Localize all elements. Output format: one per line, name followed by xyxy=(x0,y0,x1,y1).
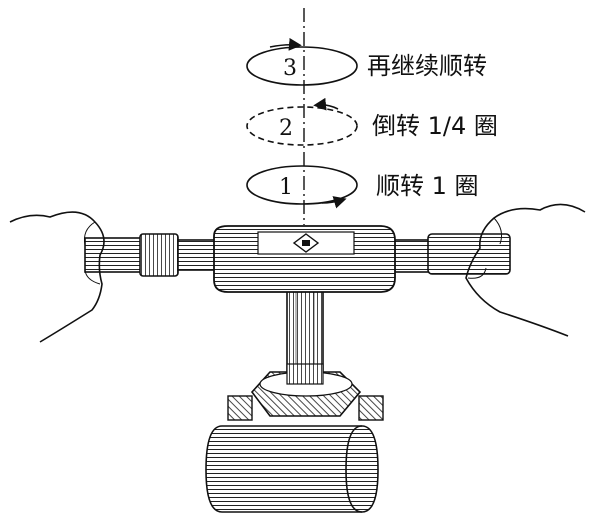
step-1-label: 顺转 1 圈 xyxy=(376,172,479,200)
step-1-arrow xyxy=(321,196,347,209)
step-2-arrow xyxy=(313,97,339,111)
workpiece xyxy=(205,425,379,513)
step-2-number: 2 xyxy=(279,116,293,141)
wrench-handle-right xyxy=(387,233,511,275)
wrench-center-body xyxy=(213,225,396,293)
step-3-label: 再继续顺转 xyxy=(367,52,487,80)
vise-jaws xyxy=(227,395,384,421)
step-3-number: 3 xyxy=(283,56,297,81)
step-1-rotation: 1 顺转 1 圈 xyxy=(246,165,479,209)
right-hand xyxy=(465,203,586,337)
step-3-rotation: 3 再继续顺转 xyxy=(246,37,487,86)
step-2-rotation: 2 倒转 1/4 圈 xyxy=(246,97,498,146)
hex-nut xyxy=(250,363,362,417)
step-2-ellipse xyxy=(246,106,358,146)
step-1-number: 1 xyxy=(279,175,293,200)
wrench-handle-left xyxy=(84,233,219,277)
left-hand xyxy=(9,211,105,343)
step-3-ellipse xyxy=(246,46,358,86)
step-1-ellipse xyxy=(246,165,358,205)
step-3-arrow xyxy=(269,37,302,51)
step-2-label: 倒转 1/4 圈 xyxy=(372,112,498,140)
